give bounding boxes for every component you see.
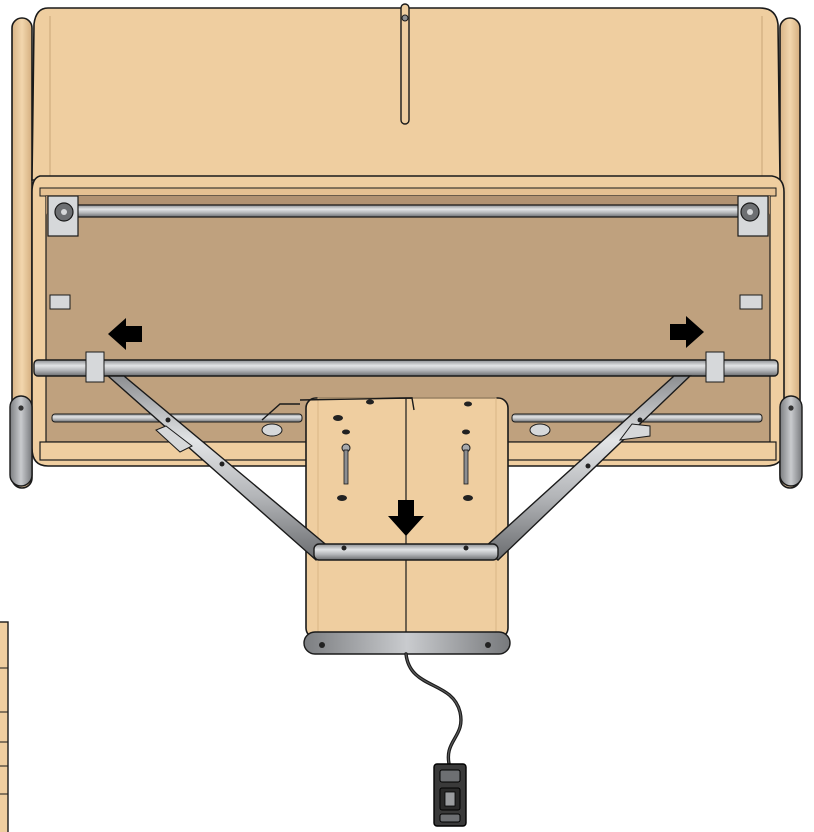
arrow-left-icon bbox=[108, 318, 142, 350]
left-side-clip bbox=[49, 294, 71, 310]
left-column-screw bbox=[341, 443, 351, 485]
left-rod-bracket bbox=[47, 195, 79, 237]
right-rod-bracket bbox=[737, 195, 769, 237]
left-leg-foot bbox=[9, 395, 33, 487]
right-diagonal-brace bbox=[482, 375, 692, 561]
lower-left-rail bbox=[51, 403, 303, 437]
right-leg-foot bbox=[779, 395, 803, 487]
arrow-right-icon bbox=[670, 316, 704, 348]
top-crossbar-rod bbox=[47, 195, 769, 237]
arrow-down-icon bbox=[388, 500, 424, 536]
lower-brace-bar bbox=[313, 543, 499, 561]
right-column-screw bbox=[461, 443, 471, 485]
main-crossbar bbox=[33, 351, 779, 383]
brace-end-brackets bbox=[155, 423, 651, 453]
right-side-clip bbox=[739, 294, 763, 310]
column-base-plate bbox=[303, 631, 511, 655]
adjacent-part-edge bbox=[0, 621, 9, 832]
hand-control-icon bbox=[433, 763, 467, 827]
headboard-panel bbox=[31, 3, 781, 181]
headboard-center-slot bbox=[400, 3, 410, 125]
power-cable bbox=[404, 652, 463, 770]
